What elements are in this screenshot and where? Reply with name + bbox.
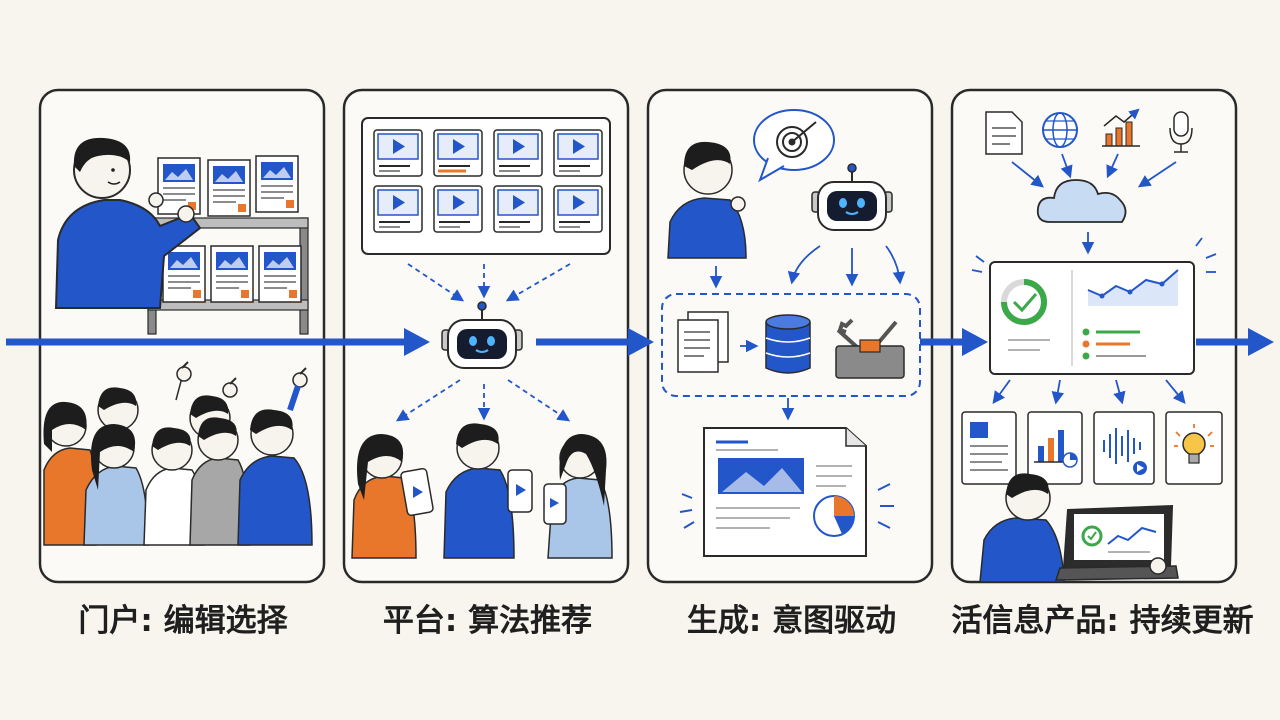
output-formats <box>961 411 1223 485</box>
cloud-icon <box>1036 179 1127 223</box>
editor-figure <box>54 137 202 309</box>
panel-portal <box>38 88 326 584</box>
stage-label-portal: 门户: 编辑选择 <box>78 603 288 639</box>
panel-generation <box>646 88 934 584</box>
evolution-timeline-arrow <box>6 328 1274 356</box>
reader-crowd <box>43 361 313 546</box>
phone-users <box>351 423 613 559</box>
globe-icon <box>1042 112 1078 148</box>
thinking-user <box>667 141 747 259</box>
microphone-icon <box>1169 111 1193 153</box>
stage-label-platform: 平台: 算法推荐 <box>382 603 593 639</box>
source-to-cloud-arrows <box>1011 153 1177 255</box>
recommendation-arrows <box>395 263 571 422</box>
generated-report-document <box>679 427 894 557</box>
stage-label-living-product: 活信息产品: 持续更新 <box>951 603 1254 639</box>
chart-output-icon <box>1027 411 1083 485</box>
toolbox-icon <box>835 318 905 379</box>
database-icon <box>765 314 811 374</box>
document-source-icon <box>985 111 1023 155</box>
source-icons <box>985 108 1193 155</box>
panel-platform <box>342 88 630 584</box>
documents-icon <box>677 311 729 373</box>
generation-flow-arrows <box>709 245 906 421</box>
stage-label-generation: 生成: 意图驱动 <box>686 603 897 639</box>
output-arrows <box>992 379 1186 405</box>
growth-chart-icon <box>1102 108 1140 147</box>
video-feed-board <box>361 117 611 255</box>
live-dashboard <box>971 237 1217 375</box>
target-speech-bubble <box>753 109 835 183</box>
article-output-icon <box>961 411 1017 485</box>
laptop-user <box>979 473 1179 583</box>
panel-living-product <box>950 88 1238 584</box>
lightbulb-output-icon <box>1165 411 1223 485</box>
audio-output-icon <box>1093 411 1155 485</box>
